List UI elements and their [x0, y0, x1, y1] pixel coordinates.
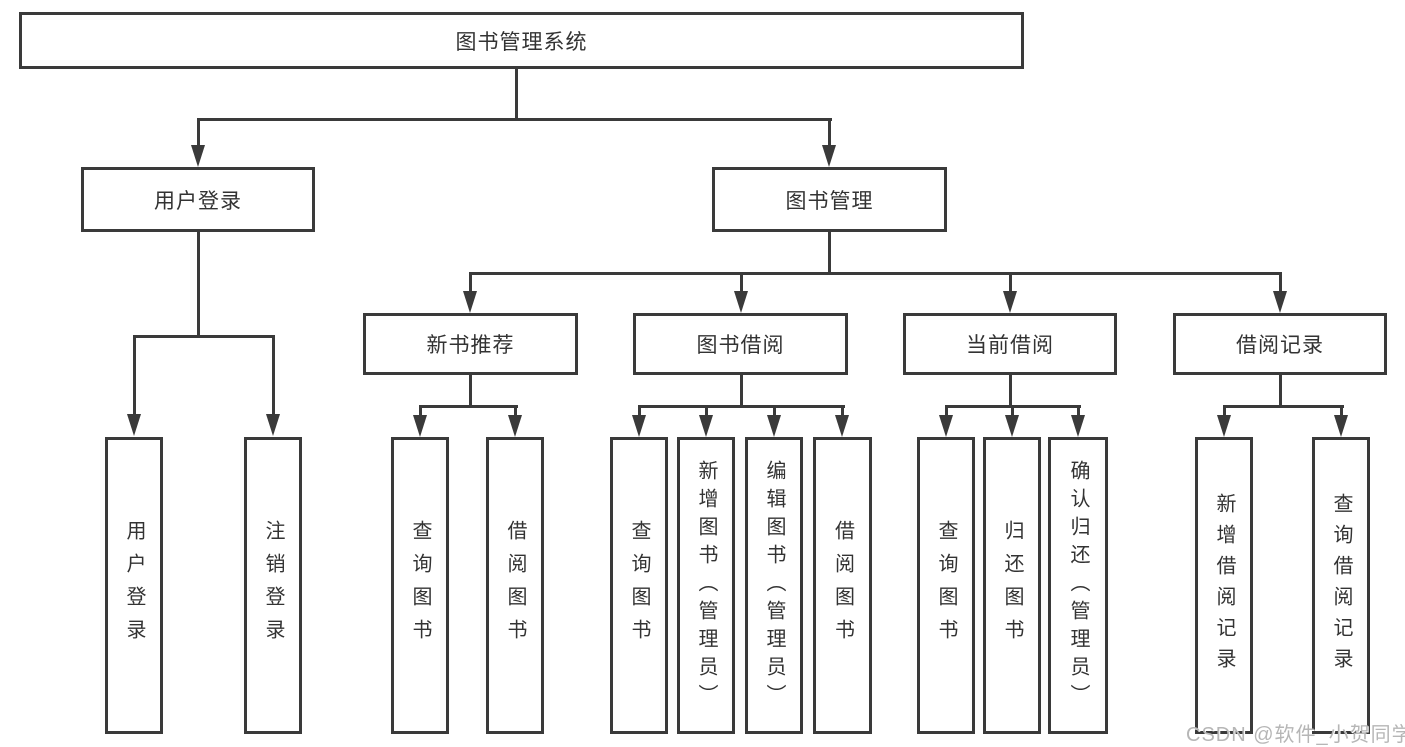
connector-to-current-borrow [1009, 272, 1012, 293]
connector-user-login-stem [197, 232, 200, 338]
leaf-label: 编辑图书（管理员） [763, 459, 785, 712]
node-label: 用户登录 [154, 189, 242, 213]
arrowhead-br-query [1334, 415, 1348, 437]
arrowhead-current-borrow [1003, 291, 1017, 313]
leaf-label: 用户登录 [123, 519, 145, 652]
arrowhead-book-management [822, 145, 836, 167]
connector-book-borrow-crossbar [638, 405, 845, 408]
arrowhead-book-borrow [734, 291, 748, 313]
connector-to-leaf-login [133, 335, 136, 417]
leaf-nb-borrow-books: 借阅图书 [486, 437, 544, 734]
connector-to-user-login [197, 118, 200, 150]
arrowhead-nb-borrow [508, 415, 522, 437]
node-book-management: 图书管理 [712, 167, 947, 232]
connector-current-borrow-stem [1009, 375, 1012, 408]
node-label: 借阅记录 [1236, 334, 1324, 357]
leaf-cb-confirm-return-admin: 确认归还（管理员） [1048, 437, 1108, 734]
leaf-user-login: 用户登录 [105, 437, 163, 734]
connector-to-cb-return [1011, 405, 1014, 419]
connector-borrow-records-stem [1279, 375, 1282, 408]
node-book-borrow: 图书借阅 [633, 313, 848, 375]
leaf-label: 注销登录 [262, 519, 284, 652]
connector-to-cb-query [945, 405, 948, 419]
connector-user-login-crossbar [133, 335, 275, 338]
leaf-label: 借阅图书 [831, 519, 854, 652]
arrowhead-cb-return [1005, 415, 1019, 437]
arrowhead-new-book [463, 291, 477, 313]
arrowhead-cb-query [939, 415, 953, 437]
connector-book-borrow-stem [740, 375, 743, 408]
arrowhead-cb-confirm [1071, 415, 1085, 437]
connector-to-nb-query [419, 405, 422, 419]
arrowhead-leaf-logout [266, 414, 280, 436]
connector-to-br-query [1340, 405, 1343, 419]
leaf-br-query-record: 查询借阅记录 [1312, 437, 1370, 734]
connector-to-bb-add [705, 405, 708, 419]
arrowhead-nb-query [413, 415, 427, 437]
connector-to-new-book [469, 272, 472, 293]
connector-root-stem [515, 69, 518, 121]
leaf-bb-add-books-admin: 新增图书（管理员） [677, 437, 735, 734]
connector-to-book-management [828, 118, 831, 150]
connector-to-bb-borrow [841, 405, 844, 419]
node-label: 当前借阅 [966, 334, 1054, 357]
connector-root-crossbar [197, 118, 832, 121]
leaf-br-add-record: 新增借阅记录 [1195, 437, 1253, 734]
leaf-label: 查询图书 [935, 519, 957, 652]
leaf-label: 确认归还（管理员） [1067, 459, 1089, 712]
connector-new-book-stem [469, 375, 472, 408]
arrowhead-borrow-records [1273, 291, 1287, 313]
csdn-watermark: CSDN @软件_小贺同学 [1186, 724, 1405, 746]
leaf-label: 新增借阅记录 [1213, 492, 1235, 679]
connector-to-borrow-records [1279, 272, 1282, 293]
arrowhead-bb-edit [767, 415, 781, 437]
leaf-label: 查询图书 [628, 519, 650, 652]
connector-to-book-borrow [740, 272, 743, 293]
leaf-label: 归还图书 [1001, 519, 1023, 652]
node-label: 新书推荐 [426, 334, 515, 357]
leaf-label: 查询图书 [409, 519, 431, 652]
connector-to-bb-edit [773, 405, 776, 419]
connector-book-mgmt-stem [828, 232, 831, 275]
leaf-logout: 注销登录 [244, 437, 302, 734]
node-label: 图书借阅 [696, 334, 785, 357]
node-borrow-records: 借阅记录 [1173, 313, 1387, 375]
connector-to-cb-confirm [1077, 405, 1080, 419]
leaf-label: 借阅图书 [504, 519, 526, 652]
arrowhead-bb-borrow [835, 415, 849, 437]
leaf-cb-query-books: 查询图书 [917, 437, 975, 734]
arrowhead-br-add [1217, 415, 1231, 437]
leaf-label: 查询借阅记录 [1330, 492, 1352, 679]
leaf-bb-query-books: 查询图书 [610, 437, 668, 734]
connector-to-br-add [1223, 405, 1226, 419]
leaf-cb-return-books: 归还图书 [983, 437, 1041, 734]
arrowhead-bb-add [699, 415, 713, 437]
connector-new-book-crossbar [419, 405, 518, 408]
leaf-bb-borrow-books: 借阅图书 [813, 437, 872, 734]
arrowhead-leaf-login [127, 414, 141, 436]
node-user-login: 用户登录 [81, 167, 315, 232]
connector-borrow-records-crossbar [1223, 405, 1344, 408]
node-root-library-system: 图书管理系统 [19, 12, 1024, 69]
node-current-borrow: 当前借阅 [903, 313, 1117, 375]
node-new-book-recommend: 新书推荐 [363, 313, 578, 375]
connector-to-bb-query [638, 405, 641, 419]
connector-to-leaf-logout [272, 335, 275, 417]
arrowhead-bb-query [632, 415, 646, 437]
arrowhead-user-login [191, 145, 205, 167]
leaf-bb-edit-books-admin: 编辑图书（管理员） [745, 437, 803, 734]
leaf-nb-query-books: 查询图书 [391, 437, 449, 734]
leaf-label: 新增图书（管理员） [695, 459, 717, 712]
node-label: 图书管理 [785, 189, 874, 213]
connector-book-mgmt-crossbar [469, 272, 1282, 275]
node-label: 图书管理系统 [455, 30, 588, 54]
connector-to-nb-borrow [514, 405, 517, 419]
